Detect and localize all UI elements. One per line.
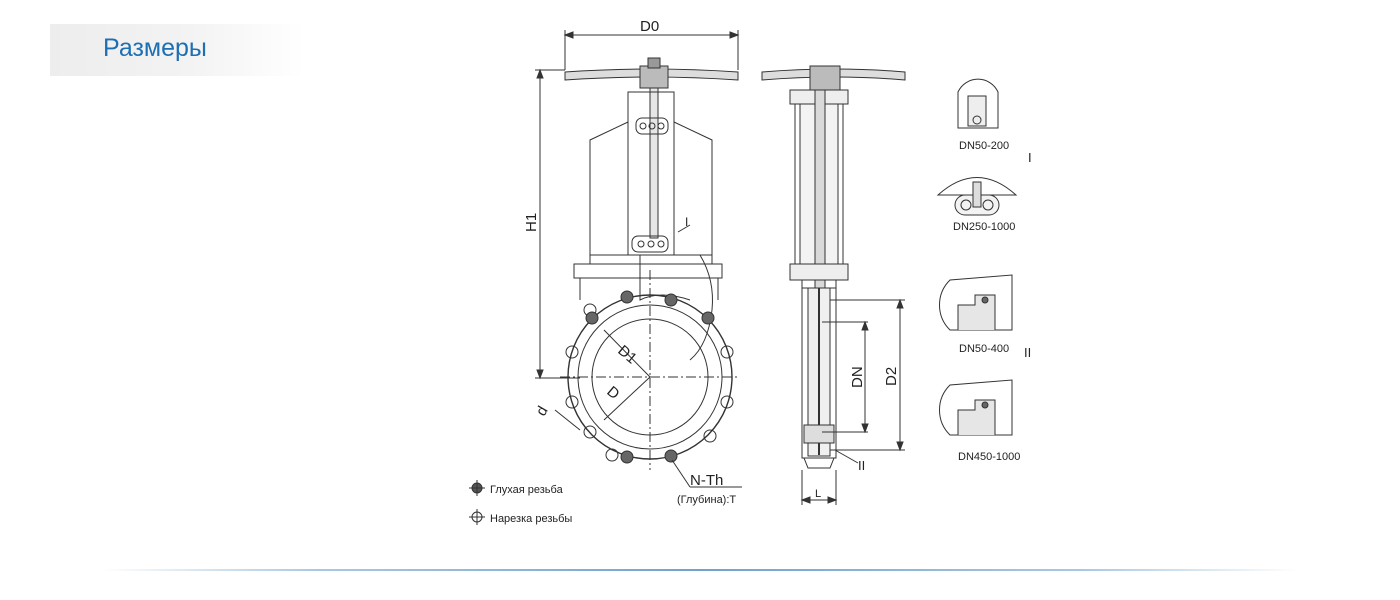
- legend-through-thread: Нарезка резьбы: [490, 513, 572, 525]
- side-view: [761, 65, 906, 505]
- detail-dn50-400: DN50-400: [959, 343, 1009, 355]
- dim-h1: H1: [523, 213, 540, 232]
- dim-dn: DN: [849, 366, 866, 388]
- dim-d2: D2: [883, 367, 900, 386]
- section-title: Размеры: [103, 34, 207, 62]
- dim-l: L: [815, 488, 821, 500]
- legend-blind-thread: Глухая резьба: [490, 484, 564, 496]
- detail-group-2-marker: II: [1024, 345, 1031, 360]
- front-view: [535, 30, 742, 488]
- detail-marker-2: II: [858, 458, 865, 473]
- detail-dn450-1000: DN450-1000: [958, 451, 1020, 463]
- dim-depth: (Глубина):T: [677, 494, 736, 506]
- bottom-divider: [100, 569, 1300, 571]
- detail-group-1-marker: I: [1028, 150, 1032, 165]
- dim-d-small: d: [533, 403, 552, 419]
- section-title-tab: Размеры: [50, 24, 305, 76]
- dim-nth: N-Th: [690, 472, 723, 489]
- detail-views: [936, 78, 1018, 436]
- detail-marker-1: I: [685, 215, 688, 229]
- dim-d: D: [603, 383, 622, 403]
- detail-dn50-200: DN50-200: [959, 140, 1009, 152]
- detail-dn250-1000: DN250-1000: [953, 221, 1015, 233]
- legend-symbols: [469, 480, 485, 525]
- dim-d0: D0: [640, 18, 659, 35]
